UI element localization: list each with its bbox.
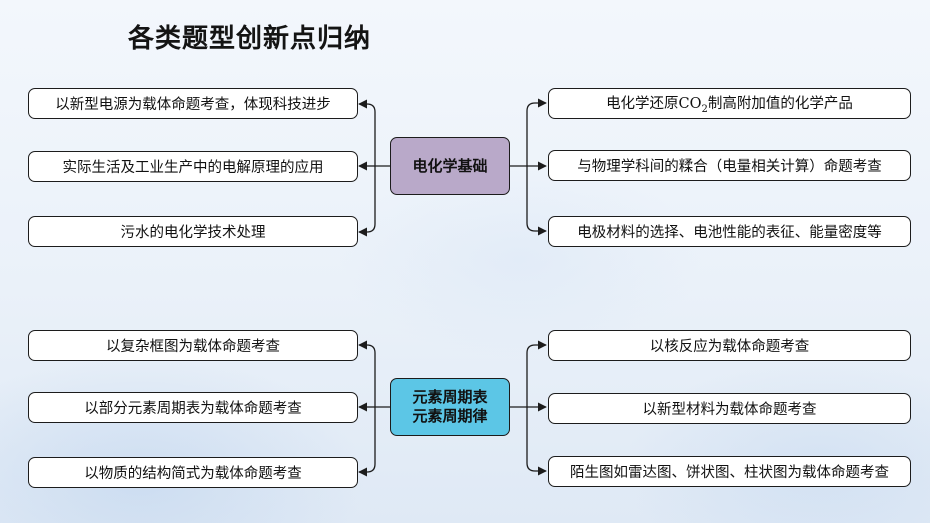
top-left-item-1-label: 以新型电源为载体命题考查，体现科技进步 <box>55 97 331 113</box>
top-left-item-3: 污水的电化学技术处理 <box>28 216 358 247</box>
bottom-right-item-1: 以核反应为载体命题考查 <box>548 330 911 361</box>
connector-top-right-1 <box>510 98 547 167</box>
bottom-right-item-3: 陌生图如雷达图、饼状图、柱状图为载体命题考查 <box>548 456 911 487</box>
connector-bottom-left-3 <box>358 407 376 477</box>
connector-top-left-3 <box>358 166 376 237</box>
bottom-left-item-2-label: 以部分元素周期表为载体命题考查 <box>84 401 302 417</box>
bottom-right-item-3-label: 陌生图如雷达图、饼状图、柱状图为载体命题考查 <box>570 465 889 481</box>
hub-periodic-table: 元素周期表 元素周期律 <box>390 378 510 436</box>
top-right-item-3: 电极材料的选择、电池性能的表征、能量密度等 <box>548 216 911 247</box>
connector-top-right-3 <box>526 166 547 236</box>
top-right-item-2: 与物理学科间的糅合（电量相关计算）命题考查 <box>548 150 911 181</box>
top-left-item-2: 实际生活及工业生产中的电解原理的应用 <box>28 151 358 182</box>
bottom-right-item-1-label: 以核反应为载体命题考查 <box>649 339 810 355</box>
hub-periodic-table-line1: 元素周期表 <box>412 388 488 406</box>
page-title: 各类题型创新点归纳 <box>128 24 372 54</box>
top-left-item-3-label: 污水的电化学技术处理 <box>120 225 266 241</box>
top-right-item-2-label: 与物理学科间的糅合（电量相关计算）命题考查 <box>577 159 882 175</box>
top-right-item-3-label: 电极材料的选择、电池性能的表征、能量密度等 <box>577 225 882 241</box>
bottom-left-item-3: 以物质的结构简式为载体命题考查 <box>28 457 358 488</box>
top-left-item-1: 以新型电源为载体命题考查，体现科技进步 <box>28 88 358 119</box>
connector-bottom-left-1 <box>358 340 390 408</box>
bottom-left-item-1: 以复杂框图为载体命题考查 <box>28 330 358 361</box>
hub-electrochemistry-label: 电化学基础 <box>412 156 488 175</box>
bottom-left-item-1-label: 以复杂框图为载体命题考查 <box>106 339 280 355</box>
bottom-right-item-2: 以新型材料为载体命题考查 <box>548 393 911 424</box>
top-right-item-1: 电化学还原CO2制高附加值的化学产品 <box>548 88 911 119</box>
top-left-item-2-label: 实际生活及工业生产中的电解原理的应用 <box>62 160 324 176</box>
connector-bottom-right-1 <box>510 340 547 408</box>
connector-top-left-1 <box>358 99 390 167</box>
bottom-right-item-2-label: 以新型材料为载体命题考查 <box>642 402 817 418</box>
hub-periodic-table-line2: 元素周期律 <box>412 407 488 425</box>
connector-bottom-right-3 <box>526 407 547 476</box>
bottom-left-item-3-label: 以物质的结构简式为载体命题考查 <box>84 466 302 482</box>
bottom-left-item-2: 以部分元素周期表为载体命题考查 <box>28 392 358 423</box>
top-right-item-1-label: 电化学还原CO2制高附加值的化学产品 <box>606 96 853 115</box>
hub-electrochemistry: 电化学基础 <box>390 137 510 195</box>
